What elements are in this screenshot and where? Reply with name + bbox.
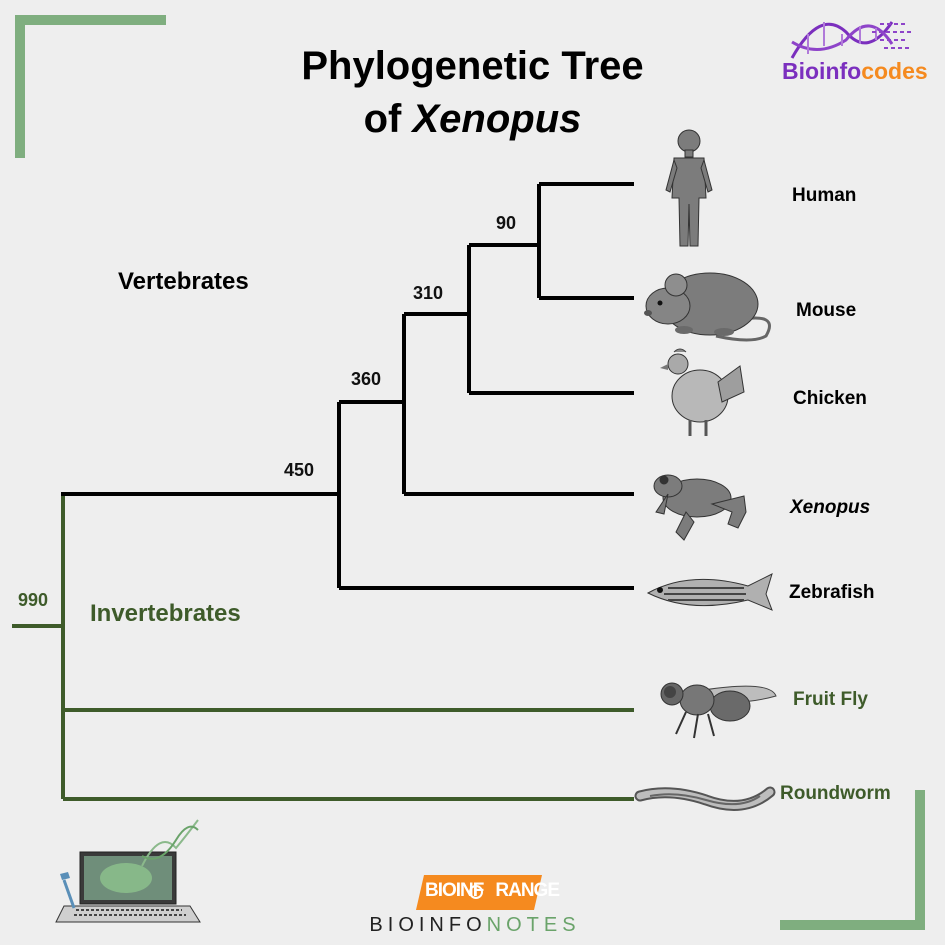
species-xenopus: Xenopus [790,497,871,518]
mouse-icon [644,272,771,342]
title-genus: Xenopus [412,97,582,141]
species-mouse: Mouse [796,300,857,321]
species-human: Human [792,185,857,206]
small-dna-helix-icon [141,819,199,867]
species-chicken: Chicken [793,388,867,409]
zebrafish-icon [646,573,773,611]
human-icon [665,129,713,247]
dna-helix-icon [790,21,912,59]
pipette-icon [60,872,76,909]
node-label-450: 450 [284,460,315,480]
chicken-icon [660,348,745,436]
invertebrates-label: Invertebrates [90,600,241,627]
badge-background [416,875,542,910]
node-label-990: 990 [18,590,49,610]
node-label-360: 360 [351,369,382,389]
title-line-2: of Xenopus [363,97,582,141]
node-label-310: 310 [413,283,444,303]
invertebrate-branches [12,494,634,801]
bottom-right-frame [780,790,925,930]
fruit-fly-icon [660,682,777,739]
bioinfocodes-logo: Bioinfocodes [782,58,928,84]
node-label-90: 90 [496,213,517,233]
badge-o-ring [469,885,483,899]
xenopus-icon [653,474,747,541]
vertebrate-branches [61,182,634,590]
species-roundworm: Roundworm [780,783,891,804]
species-zebrafish: Zebrafish [789,582,875,603]
laptop-icon [55,851,201,923]
roundworm-icon [634,786,776,811]
species-fruit-fly: Fruit Fly [793,689,868,710]
bioinfonotes-wordmark: BIOINFONOTES [369,914,581,936]
title-line-1: Phylogenetic Tree [301,44,644,88]
top-left-frame [15,15,166,158]
vertebrates-label: Vertebrates [118,268,249,295]
